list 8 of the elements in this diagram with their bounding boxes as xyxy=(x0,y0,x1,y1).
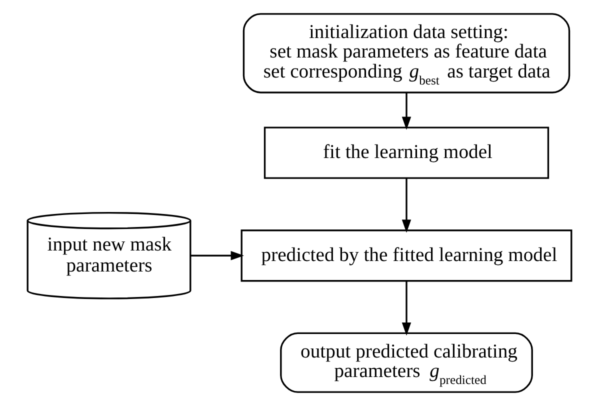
node-box: initialization data setting: set mask parameters as feature data set corresponding g$_{best}$ as target data xyxy=(242,13,570,94)
node-box: predicted by the fitted learning model xyxy=(240,230,572,282)
arrow xyxy=(401,281,411,336)
arrow xyxy=(401,92,411,130)
node-box: fit the learning model xyxy=(263,126,549,179)
node-box: output predicted calibrating parameters g$_{predicted}$ xyxy=(280,332,532,393)
arrow xyxy=(401,178,411,233)
arrow xyxy=(190,251,244,260)
